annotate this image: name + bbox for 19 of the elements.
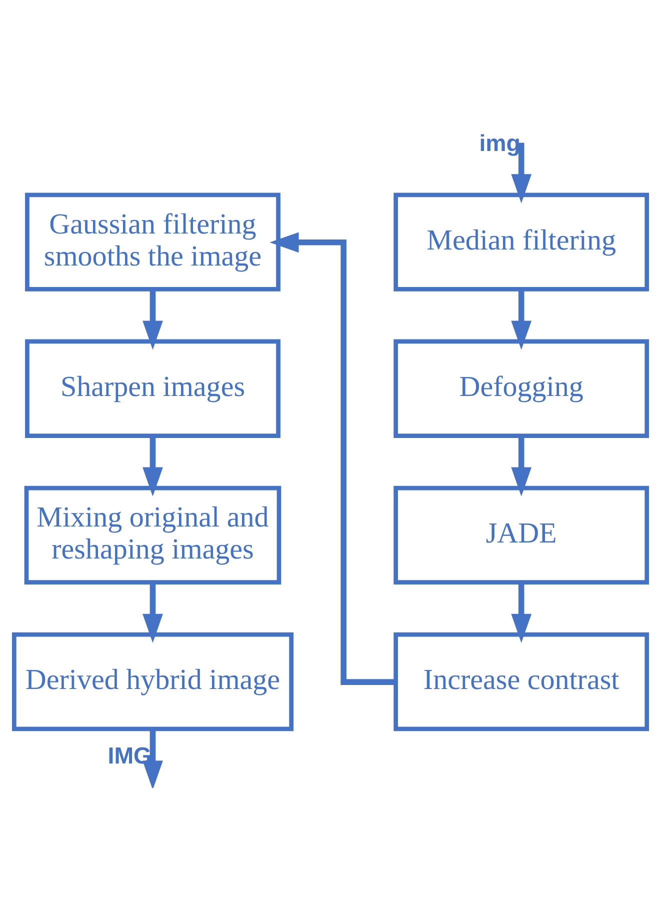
node-box: JADE [394, 486, 650, 585]
arrow [142, 729, 163, 788]
node-box: Mixing original and reshaping images [24, 486, 282, 585]
node-box: Increase contrast [394, 632, 650, 732]
node-box: Gaussian filtering smooths the image [25, 192, 280, 292]
arrow [142, 436, 163, 496]
node-box: Defogging [394, 339, 650, 438]
arrow [511, 289, 532, 350]
arrow [511, 582, 532, 643]
edge-label: IMG [108, 742, 152, 769]
node-box: Derived hybrid image [12, 632, 294, 732]
arrow [142, 289, 163, 350]
arrow [142, 582, 163, 643]
arrow [511, 142, 532, 204]
arrow [270, 232, 396, 685]
arrow [511, 436, 532, 496]
edge-label: img [479, 130, 521, 156]
node-box: Sharpen images [25, 339, 280, 438]
node-box: Median filtering [394, 192, 650, 292]
